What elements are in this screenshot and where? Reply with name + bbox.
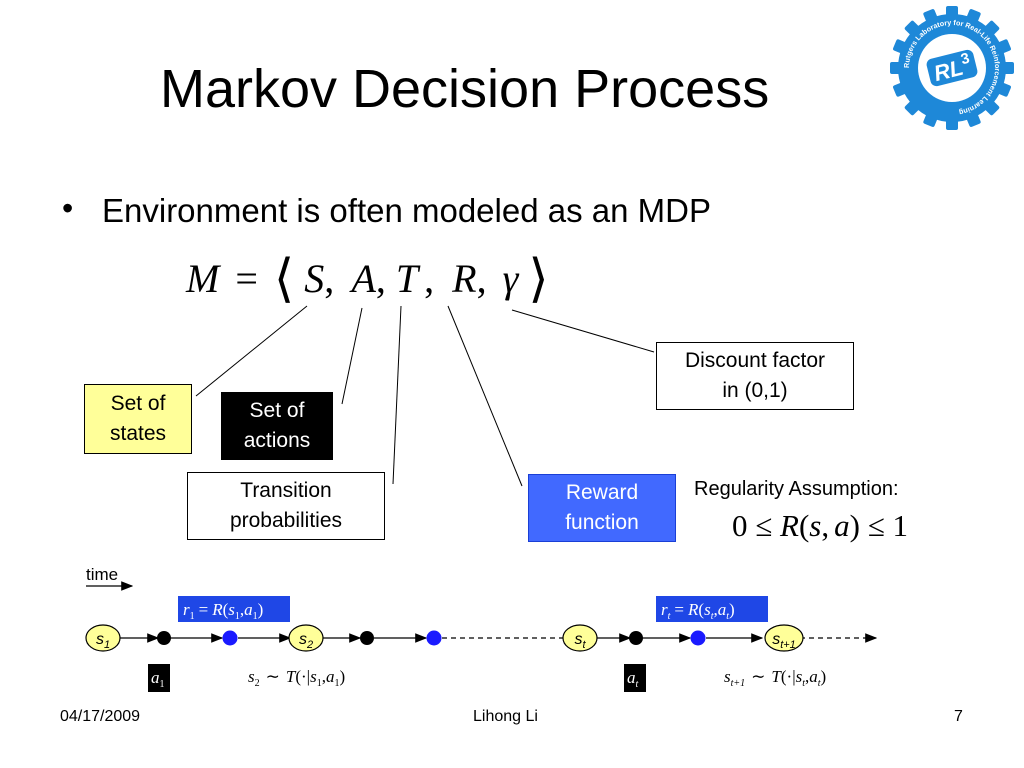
reward-dot-2: [426, 630, 442, 646]
reg-le2: ≤: [867, 508, 885, 543]
connector-discount: [511, 309, 655, 353]
connector-transition: [392, 305, 402, 485]
eq-r: R: [452, 256, 477, 301]
eq-gamma: γ: [502, 256, 519, 301]
reg-r: R: [780, 508, 799, 543]
bullet-point: •: [62, 190, 74, 226]
eq-comma: ,: [476, 256, 487, 301]
node-s1-label: s1: [96, 631, 110, 651]
reward-dot-1: [222, 630, 238, 646]
regularity-equation: 0 ≤ R(s,a) ≤ 1: [732, 508, 908, 544]
reward-formula-box-1: [178, 596, 290, 622]
reward-formula-1: r1=R(s1,a1): [183, 600, 263, 622]
reward-label-line1: Reward: [565, 481, 639, 504]
discount-box: Discount factor in (0,1): [656, 342, 854, 410]
svg-text:3: 3: [959, 50, 971, 69]
connector-states: [195, 305, 308, 397]
footer-page-number: 7: [954, 708, 963, 725]
reg-le: ≤: [755, 508, 773, 543]
transition-label-line2: probabilities: [229, 509, 343, 532]
time-label: time: [86, 565, 118, 584]
states-label-line1: Set of: [110, 392, 166, 415]
eq-comma: ,: [424, 256, 435, 301]
slide-title: Markov Decision Process: [160, 59, 770, 119]
reg-s: s: [809, 508, 822, 543]
action-label-1: a1: [151, 668, 165, 690]
eq-s: S: [304, 256, 325, 301]
node-st-label: st: [574, 631, 586, 651]
action-box-1: [148, 664, 170, 692]
reward-box: Reward function: [528, 474, 676, 542]
connector-reward: [447, 305, 523, 487]
discount-label-line2: in (0,1): [722, 379, 788, 402]
connector-actions: [341, 307, 363, 405]
eq-comma: ,: [324, 256, 335, 301]
states-box: Set of states: [84, 384, 192, 454]
node-s2-label: s2: [299, 631, 313, 651]
reward-formula-box-t: [656, 596, 768, 622]
eq-m: M: [186, 256, 220, 301]
action-dot-2: [360, 631, 374, 645]
reg-hi: 1: [892, 508, 908, 543]
mdp-equation: M = ⟨ S, A, T, R, γ ⟩: [186, 250, 549, 309]
node-st1-label: st+1: [772, 631, 796, 651]
node-st: [562, 624, 598, 652]
reg-lo: 0: [732, 508, 748, 543]
action-label-t: at: [627, 668, 639, 690]
actions-label-line1: Set of: [249, 399, 305, 422]
action-dot-1: [157, 631, 171, 645]
actions-box: Set of actions: [221, 392, 333, 460]
footer-author: Lihong Li: [473, 708, 538, 725]
reg-comma: ,: [821, 508, 830, 543]
eq-a: A: [351, 256, 376, 301]
eq-comma: ,: [375, 256, 386, 301]
gear-logo-icon: Rutgers Laboratory for Real-Life Reinfor…: [890, 6, 1014, 130]
discount-label-line1: Discount factor: [684, 349, 826, 372]
reg-open: (: [798, 508, 810, 543]
transition-formula-t: st+1∼T(·|st,at): [724, 667, 826, 689]
reward-label-line2: function: [565, 511, 639, 534]
transition-label-line1: Transition: [240, 479, 332, 502]
actions-label-line2: actions: [243, 429, 311, 452]
reward-formula-t: rt=R(st,at): [661, 600, 735, 622]
states-label-line2: states: [109, 422, 167, 445]
action-box-t: [624, 664, 646, 692]
node-s2: [288, 624, 324, 652]
eq-t: T: [395, 256, 419, 301]
reg-close: ): [849, 508, 860, 543]
rl3-logo: Rutgers Laboratory for Real-Life Reinfor…: [888, 6, 1016, 130]
action-dot-t: [629, 631, 643, 645]
transition-box: Transition probabilities: [187, 472, 385, 540]
node-st1: [764, 624, 804, 652]
footer-date: 04/17/2009: [60, 708, 141, 725]
eq-close-angle: ⟩: [528, 251, 549, 308]
eq-open-angle: ⟨: [273, 251, 295, 308]
reward-dot-t: [690, 630, 706, 646]
node-s1: [85, 624, 121, 652]
transition-formula-1: s2∼T(·|s1,a1): [248, 667, 345, 689]
eq-equals: =: [235, 256, 258, 301]
regularity-title: Regularity Assumption:: [694, 478, 899, 500]
bullet-text: Environment is often modeled as an MDP: [102, 192, 711, 229]
reg-a: a: [834, 508, 850, 543]
